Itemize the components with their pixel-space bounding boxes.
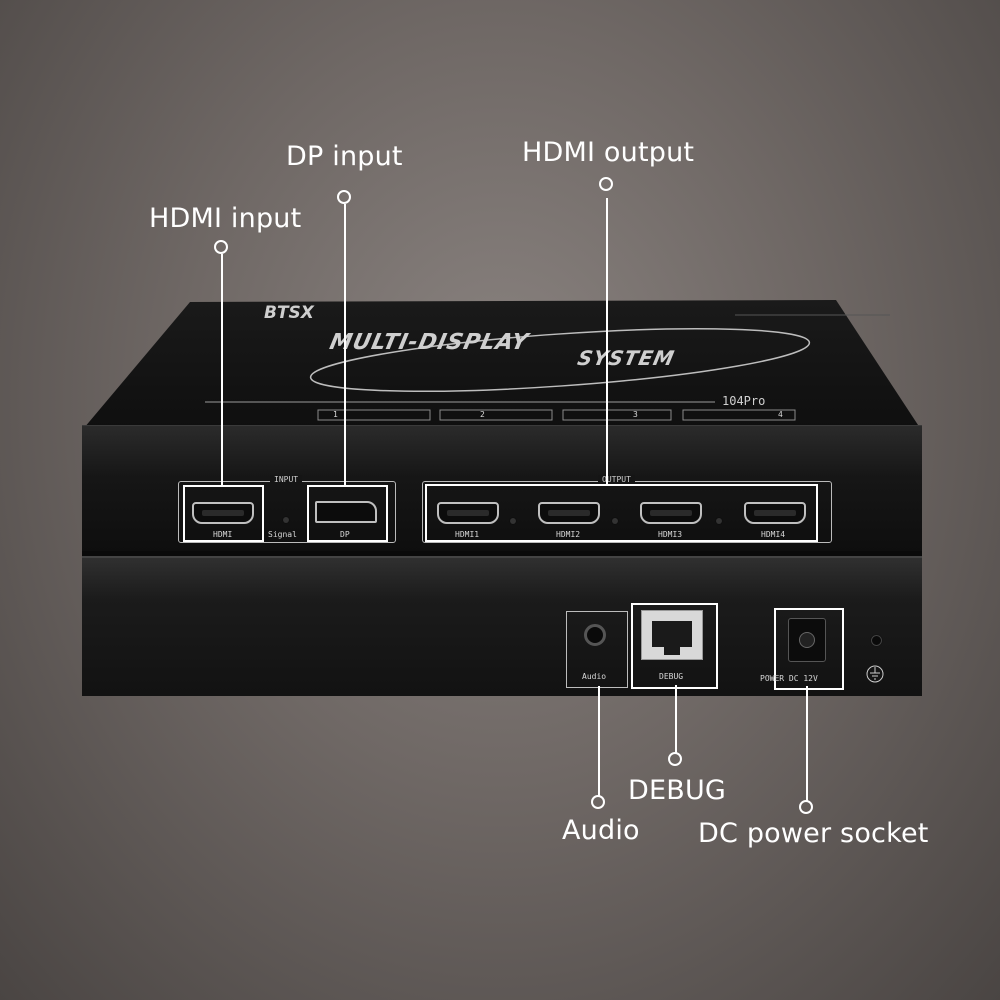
debug-highlight xyxy=(631,603,718,689)
product-name-line2: SYSTEM xyxy=(575,346,678,370)
debug-callout-line xyxy=(675,685,677,753)
hdmi-output-led-1 xyxy=(510,518,516,524)
audio-jack[interactable] xyxy=(584,624,606,646)
hdmi-input-callout: HDMI input xyxy=(149,203,302,234)
hdmi-output-port-3[interactable] xyxy=(640,502,702,524)
audio-callout: Audio xyxy=(562,815,640,846)
hdmi-output-port-4[interactable] xyxy=(744,502,806,524)
dc-power-socket[interactable] xyxy=(788,618,826,662)
brand-logo: BTSX xyxy=(264,303,314,323)
audio-panel-box xyxy=(566,611,628,688)
hdmi-input-port[interactable] xyxy=(192,502,254,524)
dc-power-callout-line xyxy=(806,686,808,801)
ground-screw xyxy=(871,635,882,646)
dp-input-label: DP xyxy=(340,530,350,539)
hdmi-output-label-4: HDMI4 xyxy=(761,530,786,539)
dc-power-callout-dot xyxy=(799,800,813,814)
power-label: POWER DC 12V xyxy=(760,674,818,683)
signal-label: Signal xyxy=(268,530,297,539)
dc-power-callout: DC power socket xyxy=(698,818,929,849)
hdmi-input-label: HDMI xyxy=(213,530,233,539)
product-name-line1: MULTI-DISPLAY xyxy=(327,330,531,355)
top-number-1: 1 xyxy=(333,410,338,419)
hdmi-output-label-3: HDMI3 xyxy=(658,530,683,539)
audio-callout-line xyxy=(598,686,600,796)
hdmi-output-port-1[interactable] xyxy=(437,502,499,524)
debug-label: DEBUG xyxy=(659,672,684,681)
device-seam xyxy=(82,551,922,557)
top-number-3: 3 xyxy=(633,410,638,419)
hdmi-output-label-1: HDMI1 xyxy=(455,530,480,539)
model-number: 104Pro xyxy=(722,394,766,408)
device-front-io-panel xyxy=(82,425,922,554)
power-highlight xyxy=(774,608,844,690)
hdmi-input-callout-dot xyxy=(214,240,228,254)
hdmi-output-callout-dot xyxy=(599,177,613,191)
debug-callout: DEBUG xyxy=(628,775,727,806)
debug-ethernet-port[interactable] xyxy=(641,610,703,660)
hdmi-output-highlight xyxy=(425,484,818,542)
dp-input-callout-dot xyxy=(337,190,351,204)
ground-icon xyxy=(866,665,884,683)
dp-input-callout: DP input xyxy=(286,141,403,172)
hdmi-input-callout-line xyxy=(221,254,223,486)
dp-input-highlight xyxy=(307,485,388,542)
debug-callout-dot xyxy=(668,752,682,766)
hdmi-input-highlight xyxy=(183,485,264,542)
hdmi-output-callout-line xyxy=(606,198,608,485)
top-number-2: 2 xyxy=(480,410,485,419)
hdmi-output-led-2 xyxy=(612,518,618,524)
dp-input-port[interactable] xyxy=(315,501,377,523)
audio-callout-dot xyxy=(591,795,605,809)
top-number-4: 4 xyxy=(778,410,783,419)
hdmi-output-callout: HDMI output xyxy=(522,137,695,168)
device-front-lower-panel xyxy=(82,556,922,696)
output-panel-title: OUTPUT xyxy=(598,475,635,484)
signal-led xyxy=(283,517,289,523)
audio-label: Audio xyxy=(582,672,607,681)
hdmi-output-led-3 xyxy=(716,518,722,524)
input-panel-title: INPUT xyxy=(270,475,303,484)
hdmi-output-port-2[interactable] xyxy=(538,502,600,524)
dp-input-callout-line xyxy=(344,204,346,486)
hdmi-output-label-2: HDMI2 xyxy=(556,530,581,539)
